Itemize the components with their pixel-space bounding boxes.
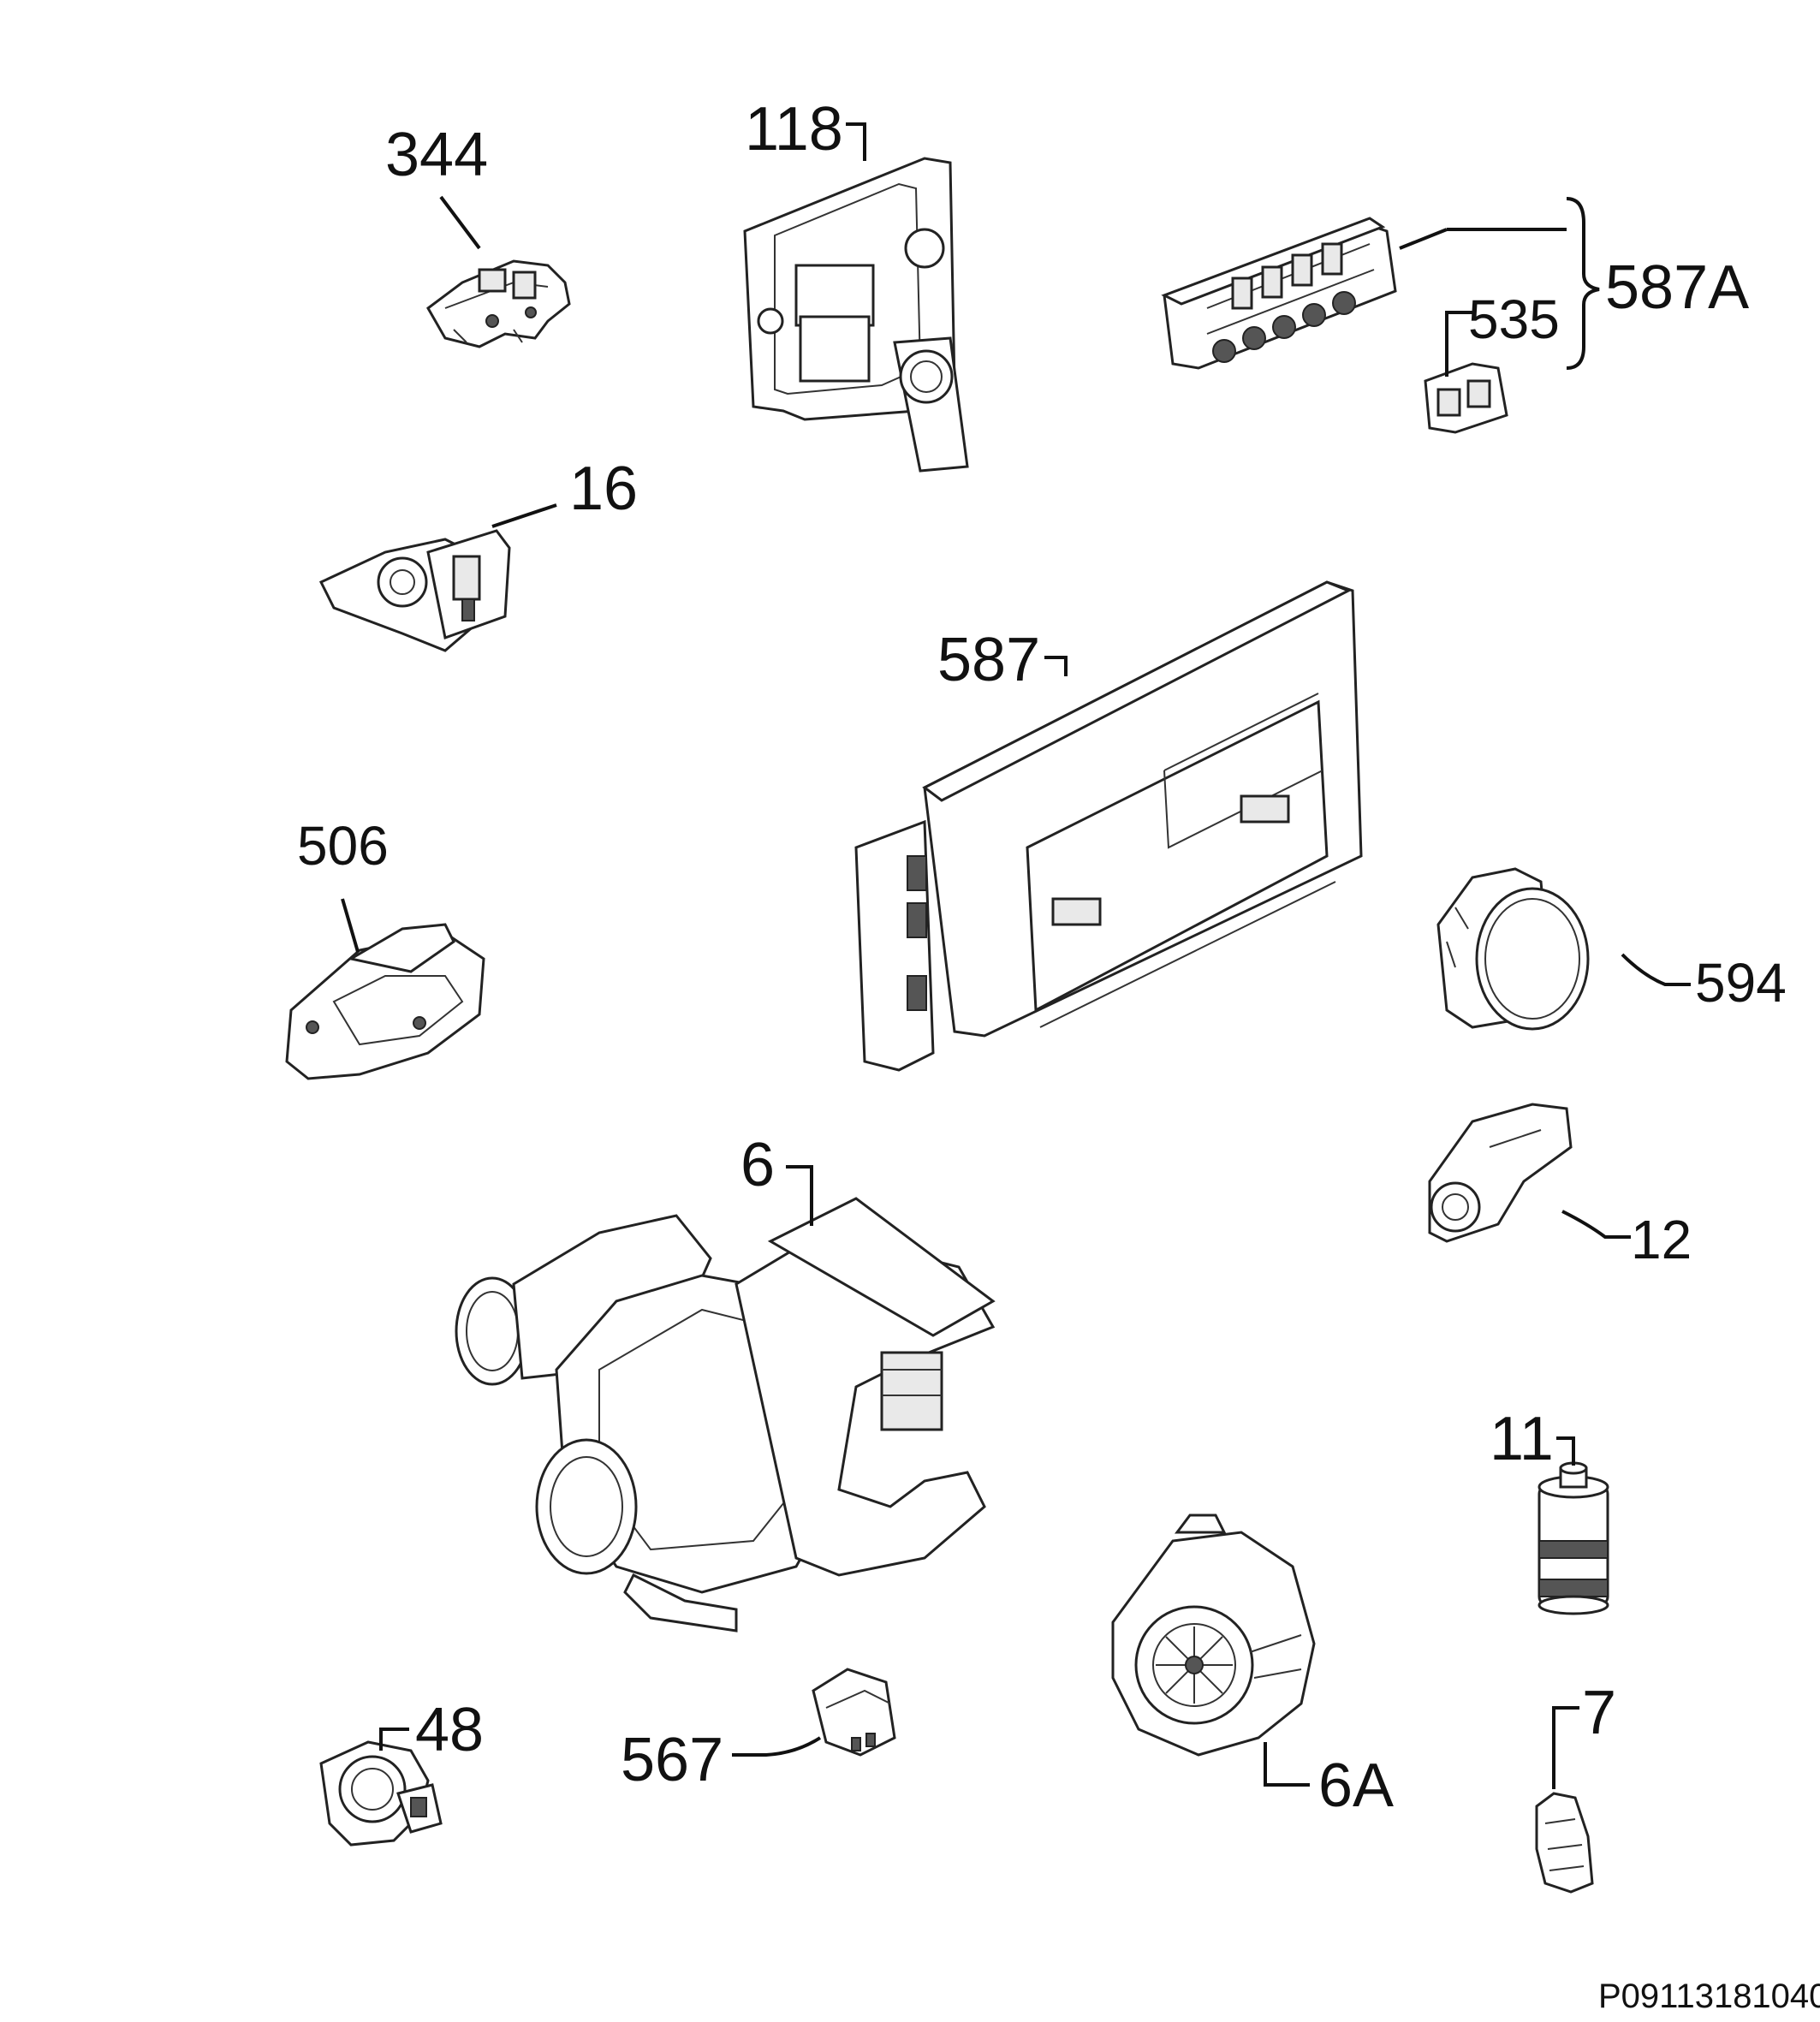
part-594 [1436,867,1590,1031]
label-594: 594 [1695,952,1787,1014]
label-7: 7 [1582,1679,1616,1747]
part-344 [426,259,571,348]
leader-11 [1556,1436,1575,1466]
leader-118 [846,122,866,161]
part-587A-module [1161,217,1397,370]
leader-594 [1621,953,1691,986]
part-12 [1428,1103,1573,1243]
label-587A: 587A [1605,253,1749,322]
label-6: 6 [740,1131,775,1199]
label-16: 16 [569,455,638,523]
leader-6 [786,1165,813,1226]
part-587 [854,580,1363,1072]
leader-587 [1044,656,1068,676]
leader-344 [439,195,481,250]
leader-12 [1561,1210,1631,1239]
part-506 [285,923,485,1080]
part-567 [812,1668,896,1757]
part-48 [319,1740,443,1847]
leader-506 [341,898,360,953]
part-16 [318,529,511,652]
label-506: 506 [297,815,389,877]
label-12: 12 [1631,1209,1692,1270]
leader-567 [732,1736,822,1757]
label-535: 535 [1468,288,1560,350]
part-7 [1535,1792,1594,1894]
leader-7 [1552,1706,1579,1789]
part-118 [743,157,969,473]
leader-48 [379,1728,409,1751]
leader-535 [1445,311,1472,377]
label-344: 344 [385,121,488,189]
part-11 [1537,1461,1609,1615]
leader-587A-module [1399,228,1448,250]
leader-6A [1264,1742,1310,1787]
label-118: 118 [745,95,843,164]
leader-16 [491,503,557,528]
part-6 [455,1197,996,1632]
part-535 [1424,362,1508,434]
brace-587A [1566,197,1600,370]
label-48: 48 [415,1696,484,1764]
drawing-code: P09113181040 [1598,1977,1820,2015]
part-6A [1111,1514,1316,1757]
label-6A: 6A [1318,1751,1394,1820]
label-567: 567 [621,1726,723,1794]
label-11: 11 [1490,1405,1554,1473]
label-587: 587 [937,626,1040,694]
